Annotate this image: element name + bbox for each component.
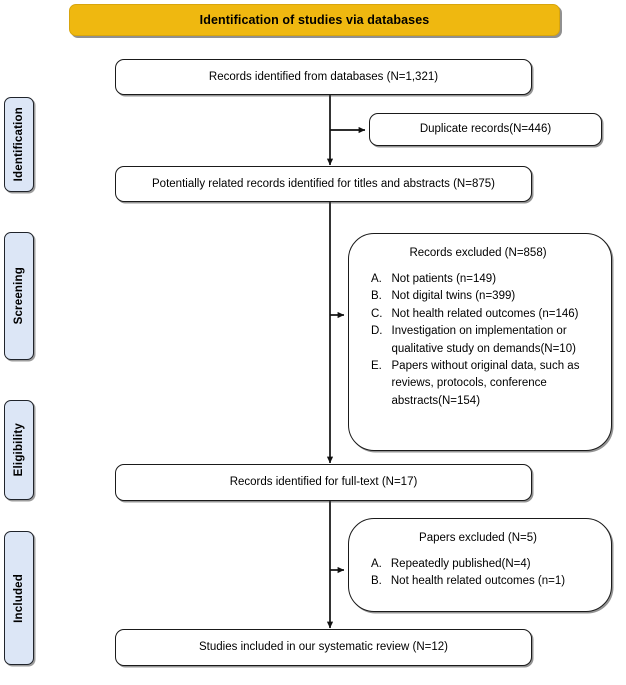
exclusion-item-text: Not digital twins (n=399) — [391, 290, 516, 303]
exclusion-item-key: A. — [371, 557, 382, 570]
stage-label-eligibility: Eligibility — [4, 400, 34, 500]
node-title: Papers excluded (N=5) — [419, 532, 537, 544]
records-excluded-list: A. Not patients (n=149) B. Not digital twin… — [371, 271, 601, 411]
exclusion-item-text: Papers without original data, such as re… — [391, 360, 580, 407]
exclusion-item-text: Not patients (n=149) — [391, 272, 497, 285]
node-papers-excluded: Papers excluded (N=5) A. Repeatedly publi… — [348, 518, 612, 612]
exclusion-item-text: Investigation on implementation or quali… — [391, 325, 576, 355]
node-label: Studies included in our systematic revie… — [199, 641, 448, 654]
exclusion-item: B. Not digital twins (n=399) — [371, 288, 601, 305]
node-label: Records identified from databases (N=1,3… — [208, 70, 439, 83]
exclusion-item: E. Papers without original data, such as … — [371, 358, 601, 410]
node-potentially-related-records: Potentially related records identified f… — [115, 166, 532, 202]
exclusion-item-key: E. — [371, 360, 382, 373]
node-label: Records identified for full-text (N=17) — [229, 476, 418, 489]
exclusion-item: D. Investigation on implementation or qua… — [371, 323, 601, 358]
exclusion-item-key: B. — [371, 290, 382, 303]
node-title: Records excluded (N=858) — [409, 247, 547, 259]
papers-excluded-list: A. Repeatedly published(N=4) B. Not health … — [371, 556, 565, 591]
exclusion-item: C. Not health related outcomes (n=146) — [371, 306, 601, 323]
node-duplicate-records: Duplicate records(N=446) — [369, 113, 602, 146]
exclusion-item-key: D. — [371, 325, 383, 338]
stage-label-text: Included — [13, 573, 25, 623]
stage-label-text: Screening — [13, 267, 25, 325]
node-records-full-text: Records identified for full-text (N=17) — [115, 464, 532, 501]
exclusion-item-key: B. — [371, 575, 382, 588]
stage-label-text: Identification — [13, 107, 25, 182]
exclusion-item: B. Not health related outcomes (n=1) — [371, 573, 565, 590]
stage-label-included: Included — [4, 531, 34, 665]
node-label: Duplicate records(N=446) — [419, 123, 552, 136]
exclusion-item-text: Not health related outcomes (n=146) — [391, 307, 579, 320]
exclusion-item-text: Not health related outcomes (n=1) — [390, 575, 566, 588]
stage-label-screening: Screening — [4, 232, 34, 360]
node-label: Potentially related records identified f… — [152, 177, 495, 190]
stage-label-identification: Identification — [4, 97, 34, 192]
exclusion-item-text: Repeatedly published(N=4) — [390, 557, 531, 570]
node-studies-included: Studies included in our systematic revie… — [115, 629, 532, 666]
exclusion-item: A. Not patients (n=149) — [371, 271, 601, 288]
node-records-excluded: Records excluded (N=858) A. Not patients … — [348, 233, 612, 451]
banner-title: Identification of studies via databases — [199, 13, 430, 27]
exclusion-item-key: A. — [371, 272, 382, 285]
stage-label-text: Eligibility — [13, 423, 25, 477]
node-records-identified: Records identified from databases (N=1,3… — [115, 59, 532, 95]
exclusion-item-key: C. — [371, 307, 383, 320]
exclusion-item: A. Repeatedly published(N=4) — [371, 556, 565, 573]
banner-identification-via-databases: Identification of studies via databases — [69, 4, 560, 36]
